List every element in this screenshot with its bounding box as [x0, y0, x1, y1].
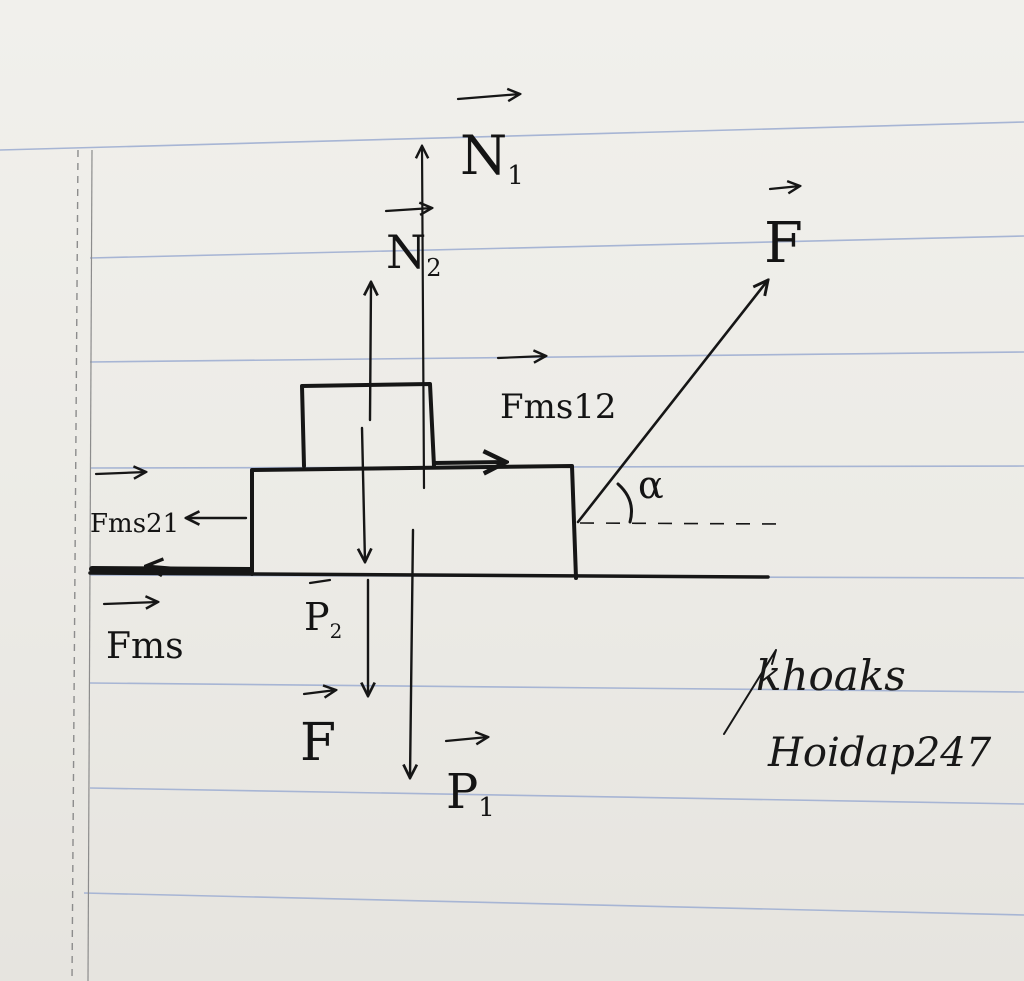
label-N1: N1 — [460, 124, 524, 191]
P2-arrow — [362, 426, 365, 562]
svg-text:khoaks: khoaks — [756, 651, 906, 700]
label-F-applied: F — [764, 211, 803, 276]
label-P2: P2 — [304, 595, 342, 643]
Fms12-arrow — [432, 462, 506, 463]
angle-arc — [616, 482, 633, 524]
label-alpha: α — [638, 463, 664, 507]
label-F-down: F — [300, 713, 336, 773]
label-Fms12: Fms12 — [500, 387, 617, 427]
label-Fms21: Fms21 — [90, 509, 179, 539]
label-Fms: Fms — [106, 626, 184, 667]
upper-block — [300, 382, 436, 468]
svg-text:Hoidap247: Hoidap247 — [767, 730, 992, 776]
label-P1: P1 — [446, 764, 495, 823]
horizontal-reference — [579, 522, 783, 525]
lower-block — [250, 464, 578, 580]
label-N2: N2 — [386, 225, 442, 282]
N1-arrow — [422, 146, 424, 490]
N2-arrow — [370, 282, 371, 422]
vector-bars — [94, 94, 800, 741]
P1-arrow — [410, 528, 413, 778]
F-applied-arrow — [576, 280, 768, 524]
Fms-arrow — [146, 566, 197, 570]
margin-lines — [71, 149, 93, 981]
handwritten-signature: khoaks Hoidap247 — [723, 649, 992, 776]
